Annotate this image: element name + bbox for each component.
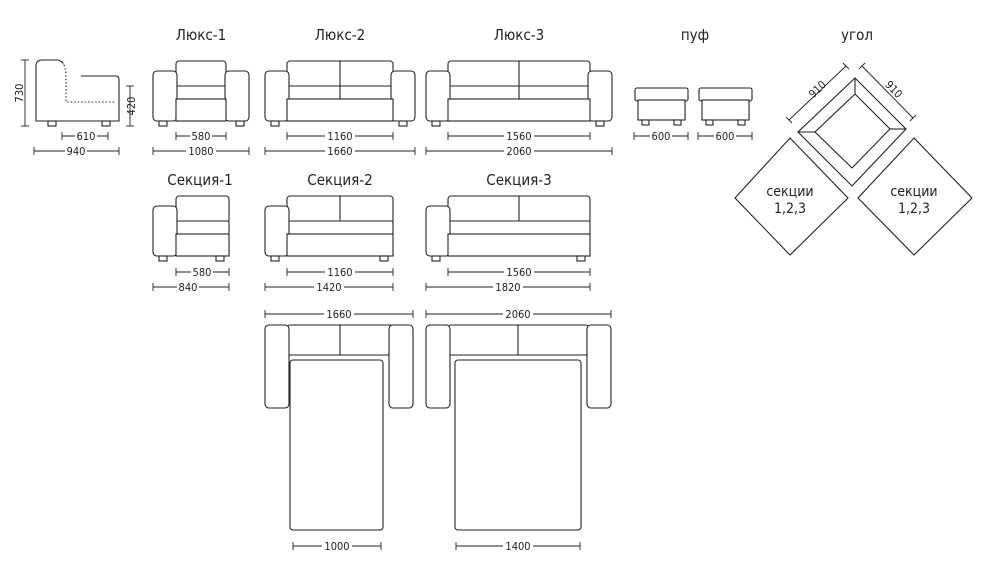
bed2-drawing — [425, 324, 612, 531]
dim-lux1-seat: 580 — [175, 130, 227, 143]
title-sek2: Секция-2 — [307, 171, 372, 189]
sek3-drawing — [425, 195, 591, 262]
svg-text:910: 910 — [882, 78, 904, 101]
svg-text:2060: 2060 — [506, 145, 531, 158]
dim-lux2-total: 1660 — [264, 145, 416, 158]
puf-drawing-2 — [698, 87, 753, 126]
title-sek1: Секция-1 — [167, 171, 232, 189]
svg-text:580: 580 — [192, 130, 211, 143]
dim-lux3-total: 2060 — [425, 145, 613, 158]
title-lux1: Люкс-1 — [176, 26, 227, 44]
svg-text:1420: 1420 — [316, 281, 341, 294]
svg-text:1160: 1160 — [327, 266, 352, 279]
lux2-drawing — [264, 60, 416, 127]
svg-text:600: 600 — [716, 130, 735, 143]
corner-drawing — [797, 77, 907, 187]
sek2-drawing — [264, 195, 394, 262]
dim-puf2: 600 — [697, 130, 753, 143]
svg-text:840: 840 — [179, 281, 198, 294]
svg-text:1000: 1000 — [324, 540, 349, 553]
dim-sek1-seat: 580 — [175, 266, 230, 279]
dim-puf1: 600 — [633, 130, 689, 143]
title-lux3: Люкс-3 — [494, 26, 545, 44]
svg-text:580: 580 — [193, 266, 212, 279]
corner-left-label-1: секции — [766, 184, 813, 200]
dim-lux1-total: 1080 — [152, 145, 250, 158]
svg-text:2060: 2060 — [505, 308, 530, 321]
svg-text:940: 940 — [67, 145, 86, 158]
dim-bed1-total: 1660 — [264, 308, 414, 321]
svg-text:730: 730 — [13, 84, 26, 103]
svg-text:1660: 1660 — [326, 308, 351, 321]
dim-sek3-total: 1820 — [425, 281, 591, 294]
dim-lux2-seat: 1160 — [286, 130, 394, 143]
dim-side-depth-total: 940 — [33, 145, 120, 158]
svg-text:910: 910 — [806, 78, 829, 100]
corner-right-label-1: секции — [890, 184, 937, 200]
svg-text:1560: 1560 — [506, 266, 531, 279]
dim-side-depth-seat: 610 — [61, 130, 109, 143]
bed1-drawing — [264, 324, 414, 531]
corner-left-label-2: 1,2,3 — [774, 201, 806, 217]
svg-text:1400: 1400 — [505, 540, 530, 553]
dim-sek1-total: 840 — [152, 281, 230, 294]
side-view-drawing — [35, 59, 120, 127]
dim-side-height: 730 — [13, 59, 29, 127]
svg-text:1820: 1820 — [495, 281, 520, 294]
corner-section-right — [857, 137, 973, 256]
title-ugol: угол — [841, 26, 873, 44]
svg-text:600: 600 — [652, 130, 671, 143]
dim-sek2-seat: 1160 — [286, 266, 394, 279]
dim-sek3-seat: 1560 — [447, 266, 591, 279]
corner-right-label-2: 1,2,3 — [898, 201, 930, 217]
svg-text:420: 420 — [125, 97, 138, 116]
lux1-drawing — [152, 60, 250, 127]
svg-text:610: 610 — [77, 130, 96, 143]
corner-section-left — [734, 137, 849, 256]
dim-bed2-total: 2060 — [425, 308, 612, 321]
svg-text:1160: 1160 — [327, 130, 352, 143]
title-lux2: Люкс-2 — [315, 26, 366, 44]
title-puf: пуф — [681, 26, 709, 44]
puf-drawing-1 — [634, 87, 689, 126]
lux3-drawing — [425, 60, 613, 127]
sek1-drawing — [152, 195, 230, 262]
svg-text:1660: 1660 — [327, 145, 352, 158]
dim-side-seat-height: 420 — [125, 85, 138, 127]
dim-sek2-total: 1420 — [264, 281, 394, 294]
svg-text:1080: 1080 — [188, 145, 213, 158]
dim-bed2-width: 1400 — [455, 540, 581, 553]
dim-lux3-seat: 1560 — [447, 130, 591, 143]
dim-bed1-width: 1000 — [292, 540, 382, 553]
svg-text:1560: 1560 — [506, 130, 531, 143]
title-sek3: Секция-3 — [486, 171, 551, 189]
